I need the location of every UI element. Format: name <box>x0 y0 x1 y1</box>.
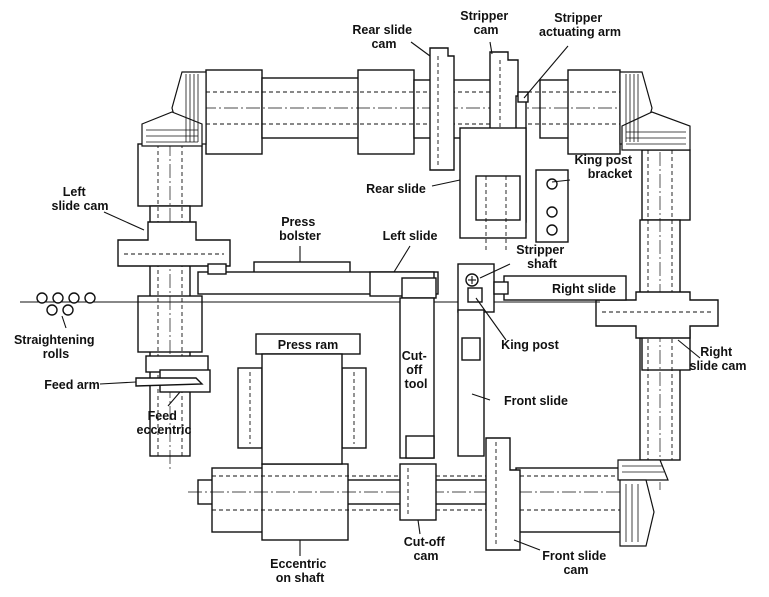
left-slide-cam-part <box>117 221 231 267</box>
label-king-post: King post <box>501 338 559 352</box>
straightening-rolls-part <box>36 292 96 316</box>
king-post-part <box>467 287 483 303</box>
bevel-gear-top-right <box>619 71 691 151</box>
label-straightening-rolls: Straightening rolls <box>14 333 98 361</box>
left-slide-part <box>369 271 437 299</box>
rear-slide-part <box>459 127 527 250</box>
label-cut-off-tool: Cut- off tool <box>402 349 430 391</box>
label-press-bolster: Press bolster <box>279 215 321 243</box>
label-eccentric-on-shaft: Eccentric on shaft <box>270 557 330 585</box>
feed-arm-part <box>135 377 204 387</box>
press-ram-part <box>237 333 367 465</box>
front-slide-cam-part <box>485 437 521 551</box>
right-slide-part <box>493 275 627 301</box>
label-feed-arm: Feed arm <box>44 378 100 392</box>
label-front-slide: Front slide <box>504 394 568 408</box>
left-shaft <box>137 120 203 470</box>
label-right-slide: Right slide <box>552 282 616 296</box>
rear-slide-cam-part <box>429 47 455 171</box>
cut-off-tool-part <box>399 297 435 459</box>
label-stripper-cam: Stripper cam <box>460 9 511 37</box>
label-press-ram: Press ram <box>278 338 338 352</box>
label-king-post-bracket: King post bracket <box>574 153 635 181</box>
label-rear-slide: Rear slide <box>366 182 426 196</box>
right-slide-cam-part <box>595 291 719 339</box>
label-stripper-shaft: Stripper shaft <box>516 243 567 271</box>
label-feed-eccentric: Feed eccentric <box>137 409 192 437</box>
leader-lines <box>61 41 701 556</box>
label-front-slide-cam: Front slide cam <box>542 549 609 577</box>
bevel-gear-top-left <box>141 71 207 147</box>
label-left-slide-cam: Left slide cam <box>52 185 109 213</box>
cut-off-cam-part <box>399 463 437 521</box>
bevel-gear-bottom-right <box>617 459 669 547</box>
label-right-slide-cam: Right slide cam <box>690 345 747 373</box>
rear-shaft <box>180 69 650 155</box>
label-cut-off-cam: Cut-off cam <box>404 535 448 563</box>
label-left-slide: Left slide <box>383 229 438 243</box>
label-stripper-actuating-arm: Stripper actuating arm <box>539 11 621 39</box>
front-slide-part <box>457 309 485 457</box>
label-rear-slide-cam: Rear slide cam <box>352 23 415 51</box>
